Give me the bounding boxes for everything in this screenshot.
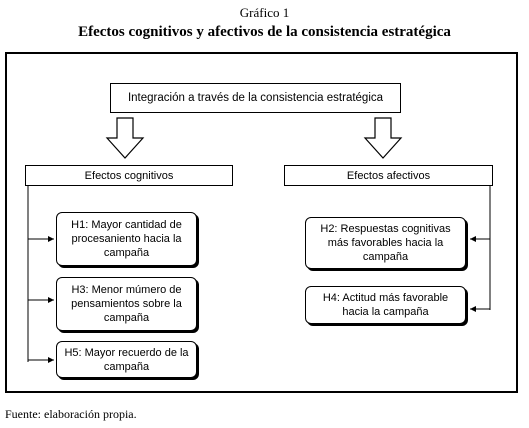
hypothesis-h3-box: H3: Menor múmero de pensamientos sobre l… [56,277,197,331]
cognitive-effects-header: Efectos cognitivos [25,165,233,186]
hypothesis-h2-box: H2: Respuestas cognitivas más favorables… [305,217,466,269]
right-connector [470,186,491,312]
diagram-frame [5,52,518,393]
hypothesis-h1-box: H1: Mayor cantidad de procesaniento haci… [56,212,197,266]
figure-caption: Gráfico 1 [239,5,290,20]
integration-box: Integración a través de la consistencia … [110,83,401,113]
figure-title: Efectos cognitivos y afectivos de la con… [78,24,451,40]
source-note: Fuente: elaboración propia. [5,407,137,421]
block-arrow-right [363,117,403,159]
left-connector [27,186,54,363]
affective-effects-header: Efectos afectivos [284,165,493,186]
hypothesis-h5-box: H5: Mayor recuerdo de la campaña [56,341,197,378]
hypothesis-h4-box: H4: Actitud más favorable hacia la campa… [305,286,466,324]
block-arrow-left [105,117,145,159]
